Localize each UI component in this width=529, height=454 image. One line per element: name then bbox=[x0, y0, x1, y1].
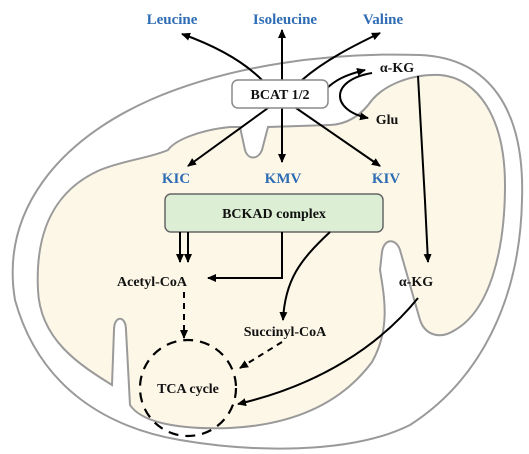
bcat-enzyme-box bbox=[231, 79, 329, 109]
akg-to-tca-arrow bbox=[237, 297, 419, 407]
akg-mito-label: α-KG bbox=[399, 275, 433, 290]
leucine-label: Leucine bbox=[147, 12, 198, 28]
succinyl-coa-label: Succinyl-CoA bbox=[244, 325, 327, 340]
acetyl-coa-label: Acetyl-CoA bbox=[117, 275, 188, 290]
akg-transport-arrow bbox=[417, 75, 432, 263]
tca-input-arrows bbox=[180, 292, 283, 369]
kmv-label: KMV bbox=[265, 171, 302, 187]
kic-label: KIC bbox=[162, 171, 190, 187]
bcat-enzyme-label: BCAT 1/2 bbox=[251, 88, 310, 103]
tca-cycle-circle bbox=[138, 338, 238, 438]
bcat-keto-acid-arrows bbox=[187, 107, 381, 167]
bcat-amino-acid-arrows bbox=[181, 29, 381, 81]
akg-top-label: α-KG bbox=[380, 61, 414, 76]
bckad-complex-box bbox=[164, 193, 384, 233]
bckad-complex-label: BCKAD complex bbox=[222, 207, 326, 222]
bckad-product-arrows bbox=[176, 231, 331, 321]
valine-label: Valine bbox=[363, 12, 404, 28]
glu-label: Glu bbox=[376, 113, 399, 128]
mitochondrion-inner-membrane bbox=[36, 73, 507, 430]
isoleucine-label: Isoleucine bbox=[253, 12, 318, 28]
tca-cycle-label: TCA cycle bbox=[157, 382, 219, 397]
kiv-label: KIV bbox=[372, 171, 401, 187]
